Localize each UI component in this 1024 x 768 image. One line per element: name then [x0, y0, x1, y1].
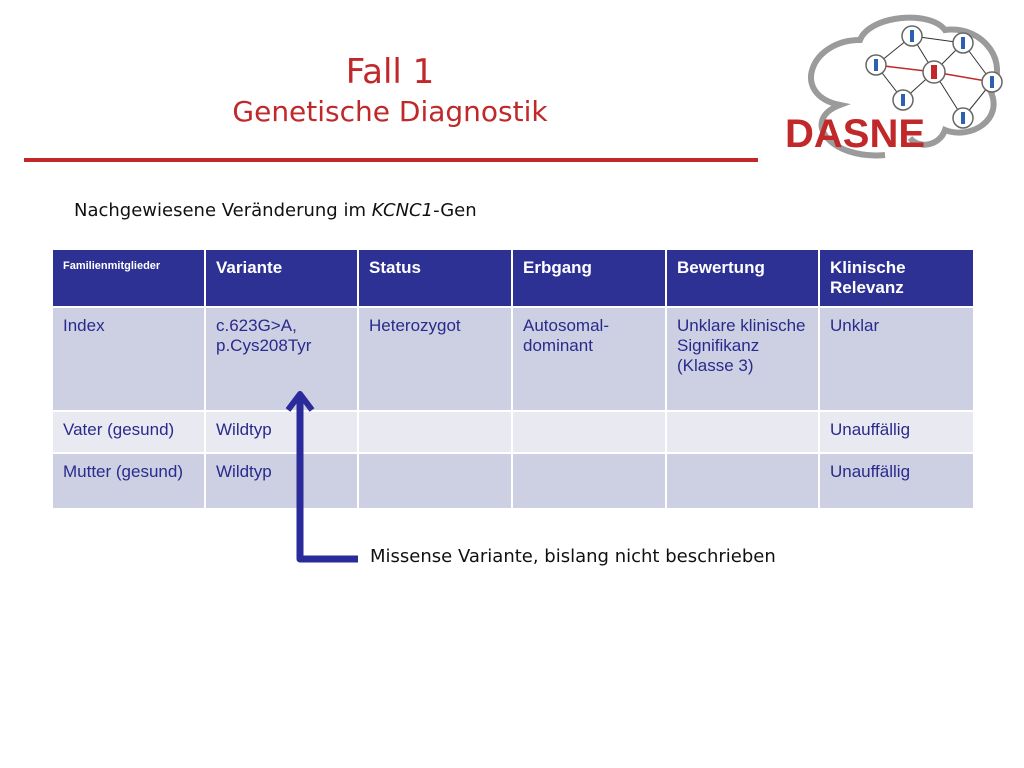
table-cell	[511, 452, 667, 510]
arrow-annotation: Missense Variante, bislang nicht beschri…	[370, 546, 776, 567]
table-row: Mutter (gesund) Wildtyp Unauffällig	[51, 452, 975, 510]
slide-subtitle: Genetische Diagnostik	[232, 95, 548, 128]
table-cell: Index	[51, 306, 206, 412]
intro-text: Nachgewiesene Veränderung im KCNC1-Gen	[74, 200, 477, 221]
table-cell: Mutter (gesund)	[51, 452, 206, 510]
header-klinische-relevanz: Klinische Relevanz	[818, 248, 975, 308]
table-cell: Wildtyp	[204, 452, 359, 510]
dasne-logo-text: DASNE	[785, 112, 926, 156]
table-row: Vater (gesund) Wildtyp Unauffällig	[51, 410, 975, 454]
table-cell: Unauffällig	[818, 410, 975, 454]
table-cell: c.623G>A, p.Cys208Tyr	[204, 306, 359, 412]
genetic-results-table: Familienmitglieder Variante Status Erbga…	[51, 248, 975, 510]
table-cell	[511, 410, 667, 454]
brain-network-logo	[808, 14, 1003, 159]
arrow-up-icon	[286, 391, 358, 563]
intro-prefix: Nachgewiesene Veränderung im	[74, 200, 372, 221]
table-cell: Unklare klinische Signifikanz (Klasse 3)	[665, 306, 820, 412]
table-cell: Unauffällig	[818, 452, 975, 510]
table-cell	[357, 452, 513, 510]
header-familienmitglieder: Familienmitglieder	[51, 248, 206, 308]
header-variante: Variante	[204, 248, 359, 308]
table-header-row: Familienmitglieder Variante Status Erbga…	[51, 248, 975, 308]
table-cell: Autosomal-dominant	[511, 306, 667, 412]
table-row: Index c.623G>A, p.Cys208Tyr Heterozygot …	[51, 306, 975, 412]
title-divider	[24, 158, 758, 162]
intro-gene: KCNC1	[371, 200, 434, 221]
table-cell	[357, 410, 513, 454]
table-cell	[665, 452, 820, 510]
slide-title-block: Fall 1 Genetische Diagnostik	[0, 50, 780, 130]
header-bewertung: Bewertung	[665, 248, 820, 308]
slide-title: Fall 1	[345, 52, 435, 92]
table-cell: Unklar	[818, 306, 975, 412]
table-cell: Wildtyp	[204, 410, 359, 454]
header-erbgang: Erbgang	[511, 248, 667, 308]
table-cell	[665, 410, 820, 454]
table-cell: Heterozygot	[357, 306, 513, 412]
table-cell: Vater (gesund)	[51, 410, 206, 454]
header-status: Status	[357, 248, 513, 308]
intro-suffix: -Gen	[433, 200, 477, 221]
